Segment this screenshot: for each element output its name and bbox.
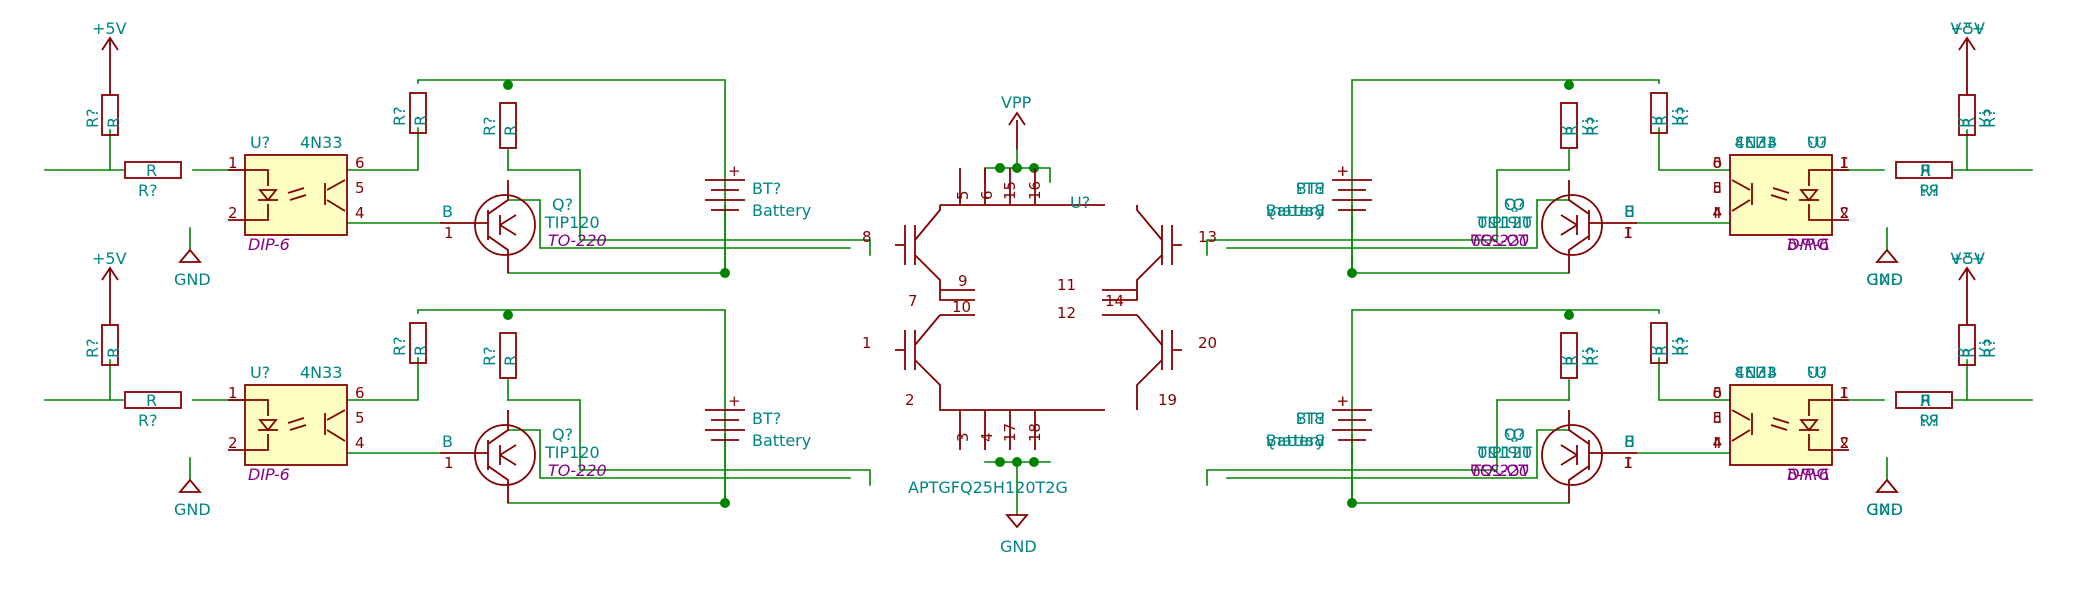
resistor-value: R	[1959, 347, 1978, 358]
module-pin: 7	[908, 292, 918, 310]
gnd-label: GND	[1866, 500, 1903, 519]
battery-value: Battery	[1266, 201, 1325, 220]
opto-pin: 6	[1712, 154, 1722, 172]
vpp-label: VPP	[1001, 93, 1032, 112]
opto-footprint: DIP-6	[1787, 465, 1829, 484]
opto-footprint: DIP-6	[1787, 235, 1829, 254]
opto-pin: 2	[1839, 434, 1849, 452]
transistor-pin: 1	[1623, 454, 1633, 472]
resistor-ref: R?	[1919, 181, 1939, 200]
driver-top-right	[1206, 18, 2033, 290]
driver-bottom-right	[1206, 248, 2033, 520]
transistor-pin-label: B	[1624, 202, 1635, 221]
resistor-ref: R?	[1919, 411, 1939, 430]
module-pin: 16	[1026, 181, 1044, 200]
resistor-ref: R?	[1980, 338, 1999, 358]
opto-pin: 1	[1839, 384, 1849, 402]
opto-pin: 2	[1839, 204, 1849, 222]
driver-top-left	[44, 18, 871, 290]
vcc-label: +5V	[1950, 19, 1985, 38]
transistor-value: TIP120	[1476, 443, 1532, 462]
resistor-value: R	[1562, 355, 1581, 366]
battery-plus: +	[1336, 392, 1349, 410]
battery-value: Battery	[1266, 431, 1325, 450]
opto-ref: U?	[1807, 363, 1827, 382]
module-pin: 2	[905, 391, 915, 409]
module-pin: 1	[862, 334, 872, 352]
opto-pin: 4	[1712, 434, 1722, 452]
resistor-ref: R?	[1583, 346, 1602, 366]
gnd-label: GND	[1000, 537, 1037, 556]
module-pin: 18	[1026, 423, 1044, 442]
battery-ref: BT?	[1296, 179, 1325, 198]
transistor-ref: Q?	[1504, 425, 1525, 444]
module-pin: 11	[1057, 276, 1076, 294]
transistor-pin: 1	[1623, 224, 1633, 242]
opto-ref: U?	[1807, 133, 1827, 152]
gnd-label: GND	[1866, 270, 1903, 289]
module-pin: 3	[954, 432, 972, 442]
module-pin: 12	[1057, 304, 1076, 322]
resistor-value: R	[1652, 345, 1671, 356]
battery-plus: +	[1336, 162, 1349, 180]
transistor-footprint: TO-220	[1470, 461, 1529, 480]
opto-pin: 6	[1712, 384, 1722, 402]
opto-pin: 5	[1712, 179, 1722, 197]
transistor-value: TIP120	[1476, 213, 1532, 232]
module-pin: 9	[958, 272, 968, 290]
module-ref: U?	[1070, 193, 1090, 212]
transistor-footprint: TO-220	[1470, 231, 1529, 250]
module-pin: 4	[978, 432, 996, 442]
igbt-module: VPP 5 6 15 16 U? 8 7 9 10 1 2 13 11 14 1…	[862, 93, 1217, 556]
battery-ref: BT?	[1296, 409, 1325, 428]
module-pin: 17	[1001, 423, 1019, 442]
module-value: APTGFQ25H120T2G	[908, 478, 1068, 497]
opto-value: 4N33	[1734, 363, 1777, 382]
module-pin: 14	[1105, 292, 1124, 310]
driver-bottom-left	[44, 248, 871, 520]
module-pin: 6	[978, 190, 996, 200]
module-pin: 8	[862, 228, 872, 246]
opto-pin: 5	[1712, 409, 1722, 427]
resistor-value: R	[1562, 125, 1581, 136]
resistor-ref: R?	[1673, 336, 1692, 356]
module-pin: 5	[954, 190, 972, 200]
resistor-ref: R?	[1583, 116, 1602, 136]
resistor-ref: R?	[1980, 108, 1999, 128]
module-pin: 10	[952, 298, 971, 316]
module-pin: 19	[1158, 391, 1177, 409]
resistor-value: R	[1959, 117, 1978, 128]
resistor-value: R	[1652, 115, 1671, 126]
resistor-ref: R?	[1673, 106, 1692, 126]
opto-pin: 4	[1712, 204, 1722, 222]
vcc-label: +5V	[1950, 249, 1985, 268]
resistor-value: R	[1920, 391, 1931, 410]
opto-pin: 1	[1839, 154, 1849, 172]
module-pin: 15	[1001, 181, 1019, 200]
module-pin: 13	[1198, 228, 1217, 246]
opto-value: 4N33	[1734, 133, 1777, 152]
module-pin: 20	[1198, 334, 1217, 352]
resistor-value: R	[1920, 161, 1931, 180]
transistor-pin-label: B	[1624, 432, 1635, 451]
transistor-ref: Q?	[1504, 195, 1525, 214]
